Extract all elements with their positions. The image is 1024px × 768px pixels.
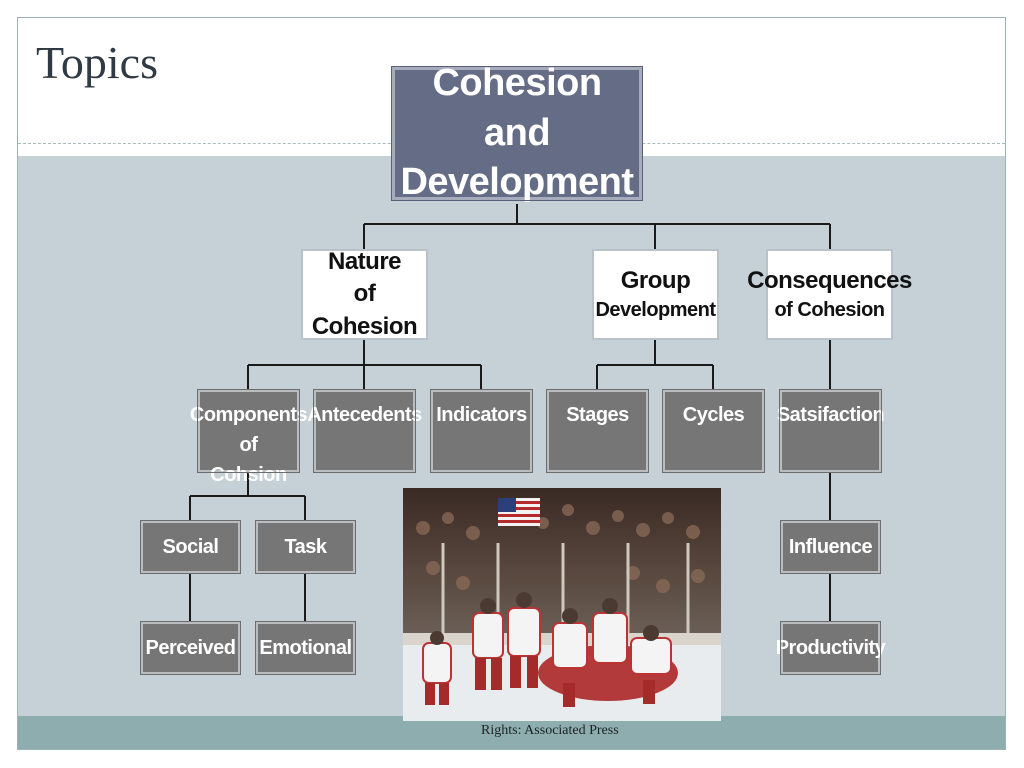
node-components-line2: of Cohsion xyxy=(210,434,287,486)
node-influence: Influence xyxy=(780,520,881,574)
node-nature-line2: of Cohesion xyxy=(311,280,418,340)
node-influence-label: Influence xyxy=(788,535,873,558)
node-consequences-line1: Consequences xyxy=(747,266,912,294)
node-perceived: Perceived xyxy=(140,621,241,675)
node-root-line1: Cohesion xyxy=(432,62,602,105)
photo-credit-caption: Rights: Associated Press xyxy=(481,723,619,738)
node-consequences-line2: of Cohesion xyxy=(774,299,885,322)
slide: Topics xyxy=(17,17,1006,750)
slide-title: Topics xyxy=(36,37,158,88)
connector-lines xyxy=(189,204,831,622)
node-nature-of-cohesion: Nature of Cohesion xyxy=(301,247,428,340)
node-perceived-label: Perceived xyxy=(145,636,236,659)
node-social-label: Social xyxy=(162,535,219,558)
photo-players xyxy=(422,592,678,707)
node-antecedents-label: Antecedents xyxy=(307,404,422,426)
node-emotional: Emotional xyxy=(255,621,356,675)
photo-flag xyxy=(498,498,540,526)
node-emotional-label: Emotional xyxy=(259,636,352,659)
node-productivity: Productivity xyxy=(776,621,886,675)
node-root-line2: and Development xyxy=(400,111,634,204)
node-satisfaction-label: Satsifaction xyxy=(776,404,885,426)
node-group-line2: Development xyxy=(595,299,716,322)
node-consequences-of-cohesion: Consequences of Cohesion xyxy=(747,249,912,340)
node-cohesion-and-development: Cohesion and Development xyxy=(391,62,643,203)
footer-band xyxy=(18,716,1005,749)
node-social: Social xyxy=(140,520,241,574)
node-stages: Stages xyxy=(546,389,649,473)
node-task-label: Task xyxy=(284,535,327,558)
node-satisfaction: Satsifaction xyxy=(776,389,885,473)
node-task: Task xyxy=(255,520,356,574)
node-nature-line1: Nature xyxy=(327,247,402,275)
node-group-development: Group Development xyxy=(592,249,719,340)
node-productivity-label: Productivity xyxy=(775,636,886,659)
node-stages-label: Stages xyxy=(566,404,629,426)
node-group-line1: Group xyxy=(620,266,691,294)
photo-illustration xyxy=(403,488,721,721)
node-components-of-cohesion: Components of Cohsion xyxy=(190,389,308,486)
node-cycles-label: Cycles xyxy=(682,404,745,426)
node-cycles: Cycles xyxy=(662,389,765,473)
hockey-celebration-photo xyxy=(403,488,721,721)
node-antecedents: Antecedents xyxy=(307,389,422,473)
node-indicators: Indicators xyxy=(430,389,533,473)
node-indicators-label: Indicators xyxy=(436,404,527,426)
node-components-line1: Components xyxy=(189,404,308,426)
